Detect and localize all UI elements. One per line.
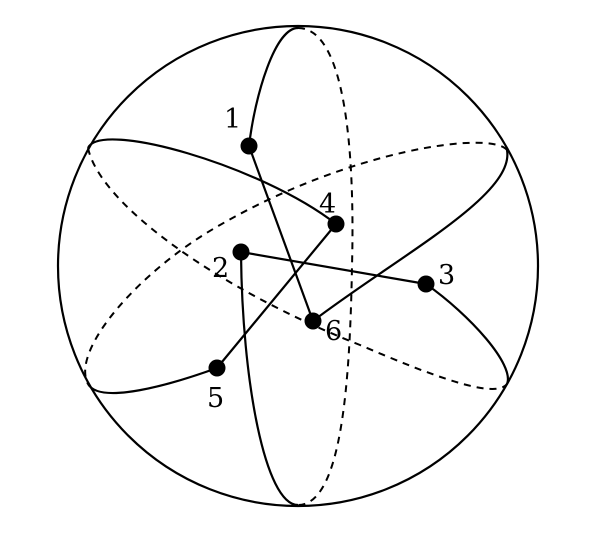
point-1-label: 1: [224, 104, 241, 135]
tilted-great-circle-b-front-left: [86, 138, 337, 225]
chord-4-5: [216, 223, 337, 369]
point-5-marker: [208, 359, 226, 377]
point-2-marker: [232, 243, 250, 261]
point-2-label: 2: [212, 253, 229, 284]
chords: [216, 145, 427, 369]
point-4-marker: [327, 215, 345, 233]
point-3-marker: [417, 275, 435, 293]
chord-1-6: [247, 145, 315, 322]
hidden-arcs: [84, 27, 508, 506]
points: [208, 137, 435, 377]
tilted-great-circle-a-back: [84, 141, 508, 385]
chord-2-3: [240, 250, 427, 286]
tilted-great-circle-a-front-right: [312, 149, 509, 322]
point-1-marker: [240, 137, 258, 155]
sphere-outline: [56, 24, 540, 508]
point-5-label: 5: [207, 383, 224, 414]
tilted-great-circle-a-front-left: [87, 366, 218, 395]
point-3-label: 3: [438, 260, 455, 291]
point-4-label: 4: [319, 189, 336, 220]
vertical-great-circle-front-bottom: [239, 251, 299, 507]
point-6-marker: [304, 312, 322, 330]
visible-arcs: [86, 26, 510, 507]
tilted-great-circle-b-front-right: [425, 283, 510, 385]
vertical-great-circle-front-top: [247, 26, 299, 147]
point-6-label: 6: [325, 316, 342, 347]
